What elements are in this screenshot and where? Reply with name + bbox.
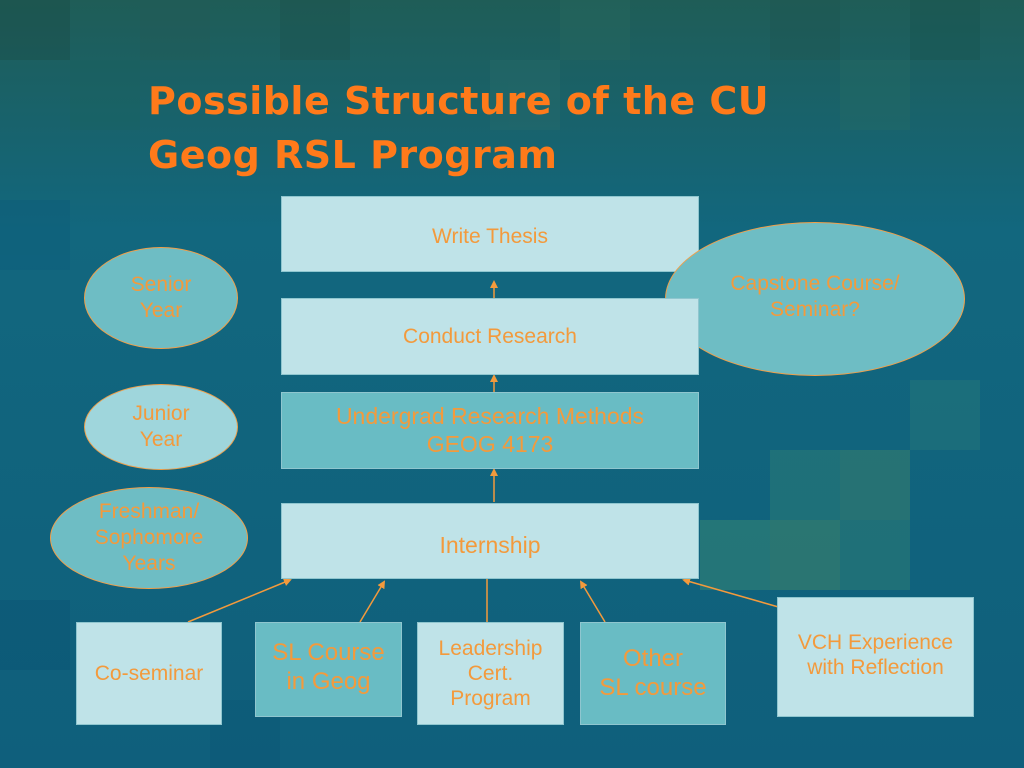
freshman-sophomore-oval: Freshman/ Sophomore Years — [50, 487, 248, 589]
vch-line-2: with Reflection — [807, 656, 944, 680]
internship-label: Internship — [439, 532, 541, 558]
leadership-cert-box: Leadership Cert. Program — [417, 622, 564, 725]
other-line-2: SL course — [599, 673, 707, 701]
methods-line-1: Undergrad Research Methods — [335, 402, 645, 429]
sl-geog-line-2: in Geog — [286, 667, 371, 695]
vch-experience-box: VCH Experience with Reflection — [777, 597, 974, 717]
write-thesis-label: Write Thesis — [432, 225, 548, 248]
leadership-line-2: Cert. — [467, 661, 514, 685]
title-line-1: Possible Structure of the CU — [148, 79, 770, 123]
coseminar-label: Co-seminar — [94, 661, 204, 685]
senior-line-1: Senior — [130, 272, 192, 296]
internship-box: Internship — [281, 503, 699, 579]
senior-line-2: Year — [139, 299, 183, 322]
junior-year-oval: Junior Year — [84, 384, 238, 470]
title-line-2: Geog RSL Program — [148, 133, 558, 177]
capstone-line-1: Capstone Course/ — [730, 272, 900, 295]
junior-line-2: Year — [139, 428, 183, 451]
junior-line-1: Junior — [132, 401, 190, 425]
leadership-line-3: Program — [450, 687, 531, 711]
vch-line-1: VCH Experience — [797, 631, 954, 654]
coseminar-box: Co-seminar — [76, 622, 222, 725]
fresh-line-2: Sophomore — [94, 525, 204, 549]
conduct-research-label: Conduct Research — [403, 324, 577, 348]
research-methods-box: Undergrad Research Methods GEOG 4173 — [281, 392, 699, 469]
conduct-research-box: Conduct Research — [281, 298, 699, 375]
write-thesis-box: Write Thesis — [281, 196, 699, 272]
senior-year-oval: Senior Year — [84, 247, 238, 349]
capstone-oval: Capstone Course/ Seminar? — [665, 222, 965, 376]
methods-line-2: GEOG 4173 — [426, 430, 554, 457]
fresh-line-1: Freshman/ — [98, 499, 200, 523]
other-sl-course-box: Other SL course — [580, 622, 726, 725]
leadership-line-1: Leadership — [438, 636, 543, 660]
sl-geog-line-1: SL Course — [272, 639, 385, 666]
capstone-line-2: Seminar? — [770, 298, 860, 322]
sl-course-geog-box: SL Course in Geog — [255, 622, 402, 717]
fresh-line-3: Years — [122, 552, 176, 576]
other-line-1: Other — [622, 644, 684, 672]
page-title: Possible Structure of the CU Geog RSL Pr… — [148, 74, 968, 182]
